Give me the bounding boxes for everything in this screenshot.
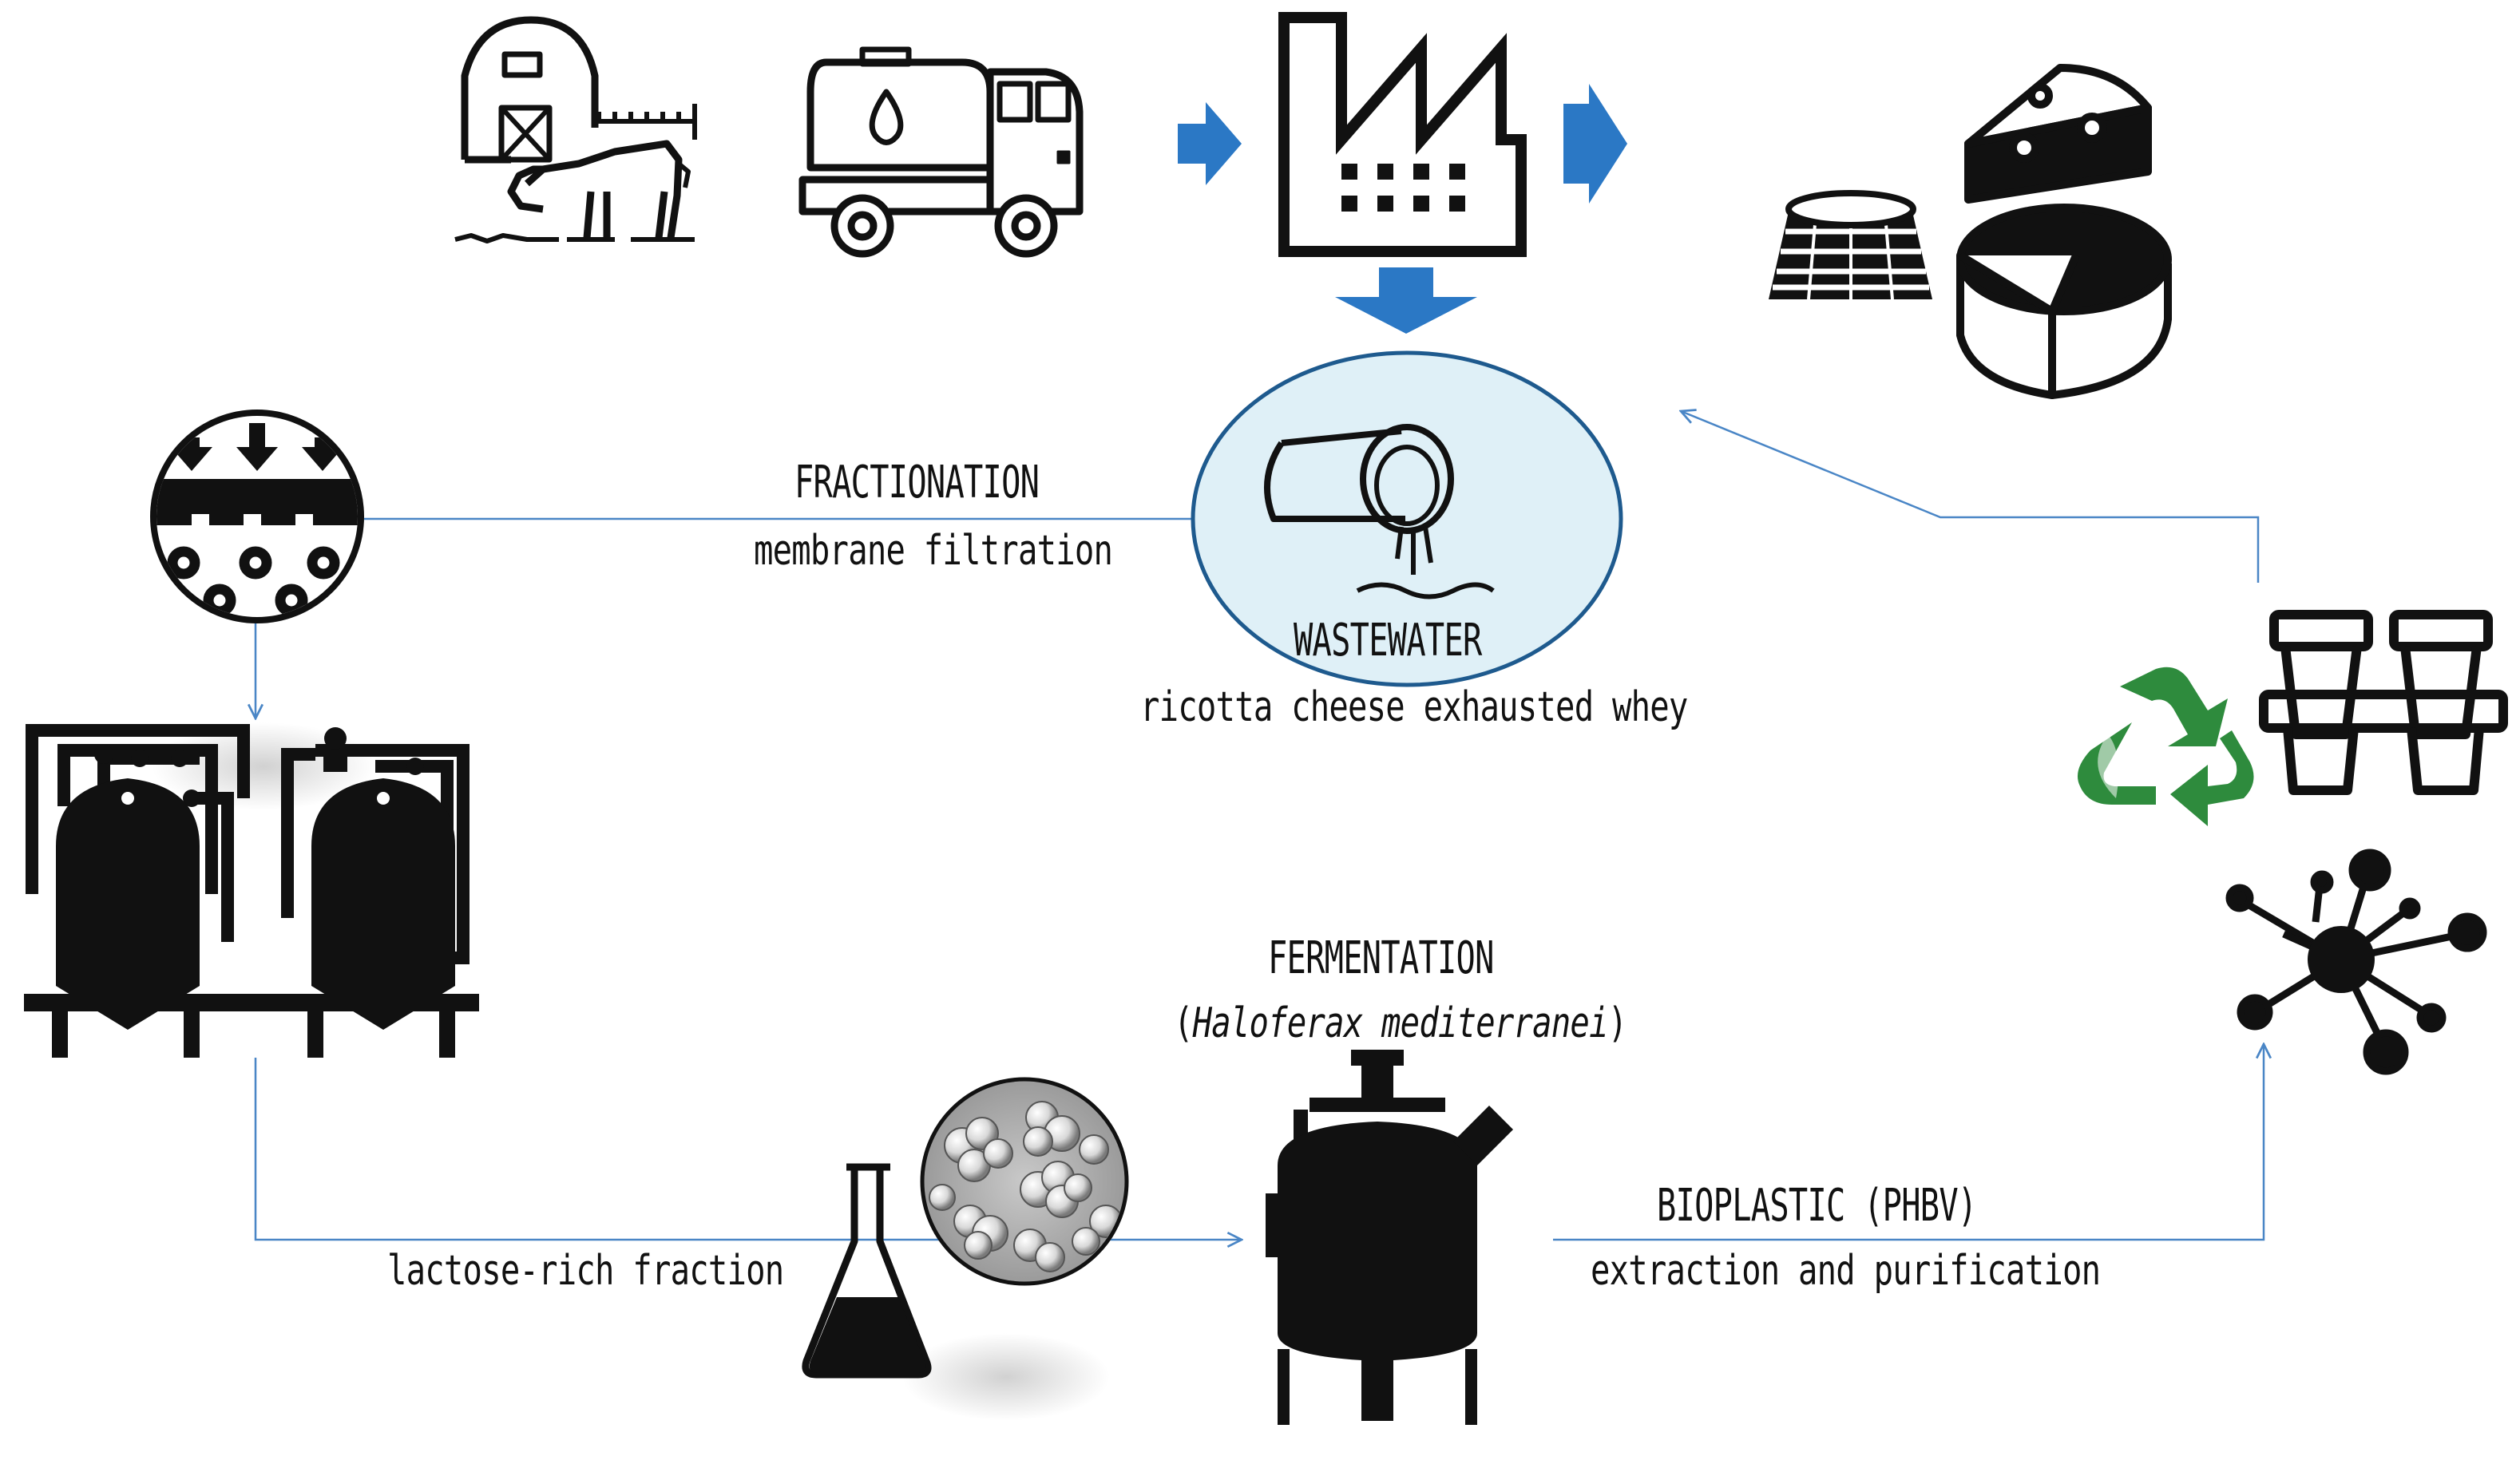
microscope-cells-icon [920,1077,1129,1286]
arrow-down [1335,267,1477,334]
filtration-tanks-icon [24,722,479,1058]
bioplastic-title: BIOPLASTIC (PHBV) [1657,1180,1977,1232]
wastewater-subtitle: ricotta cheese exhausted whey [1140,683,1688,731]
recycle-leaf-icon [2077,667,2254,826]
block-arrows [1178,84,1627,334]
fractionation-subtitle: membrane filtration [754,527,1113,575]
arrow-right-2 [1563,84,1627,204]
pouring-pipe-icon [1264,424,1495,599]
fermentation-organism-line: (Haloferax mediterranei) [1174,999,1627,1047]
connector-lines [256,411,2264,1240]
erlenmeyer-flask-icon [802,1163,1110,1421]
fermentation-title: FERMENTATION [1268,932,1494,984]
bioplastic-subtitle: extraction and purification [1591,1247,2101,1295]
fermentation-paren-close: ) [1607,999,1627,1047]
tanks-to-fermentation-arrow [254,1058,1242,1240]
farm-barn-cow-icon [454,16,697,243]
ricotta-cheese-icon [1769,190,1932,300]
membrane-filter-icon [150,410,364,623]
plastic-cups-icon [2259,610,2508,795]
recycle-to-wastewater-arrow [1681,411,2260,583]
bioreactor-to-bioplastic-arrow [1553,1044,2264,1241]
cheese-wedge-icon [1964,64,2152,204]
polymer-molecule-icon [2225,849,2487,1075]
wastewater-title: WASTEWATER [1294,615,1482,667]
bioreactor-icon [1266,1050,1513,1425]
lactose-label: lactose-rich fraction [387,1247,784,1295]
fermentation-organism: Haloferax mediterranei [1192,999,1609,1047]
factory-icon [1278,12,1527,257]
arrow-right-1 [1178,102,1242,185]
wastewater-ellipse [1191,350,1623,687]
cheese-wheel-icon [1956,204,2172,399]
fractionation-title: FRACTIONATION [794,457,1040,508]
fermentation-paren-open: ( [1174,999,1193,1047]
milk-tanker-truck-icon [798,46,1084,258]
